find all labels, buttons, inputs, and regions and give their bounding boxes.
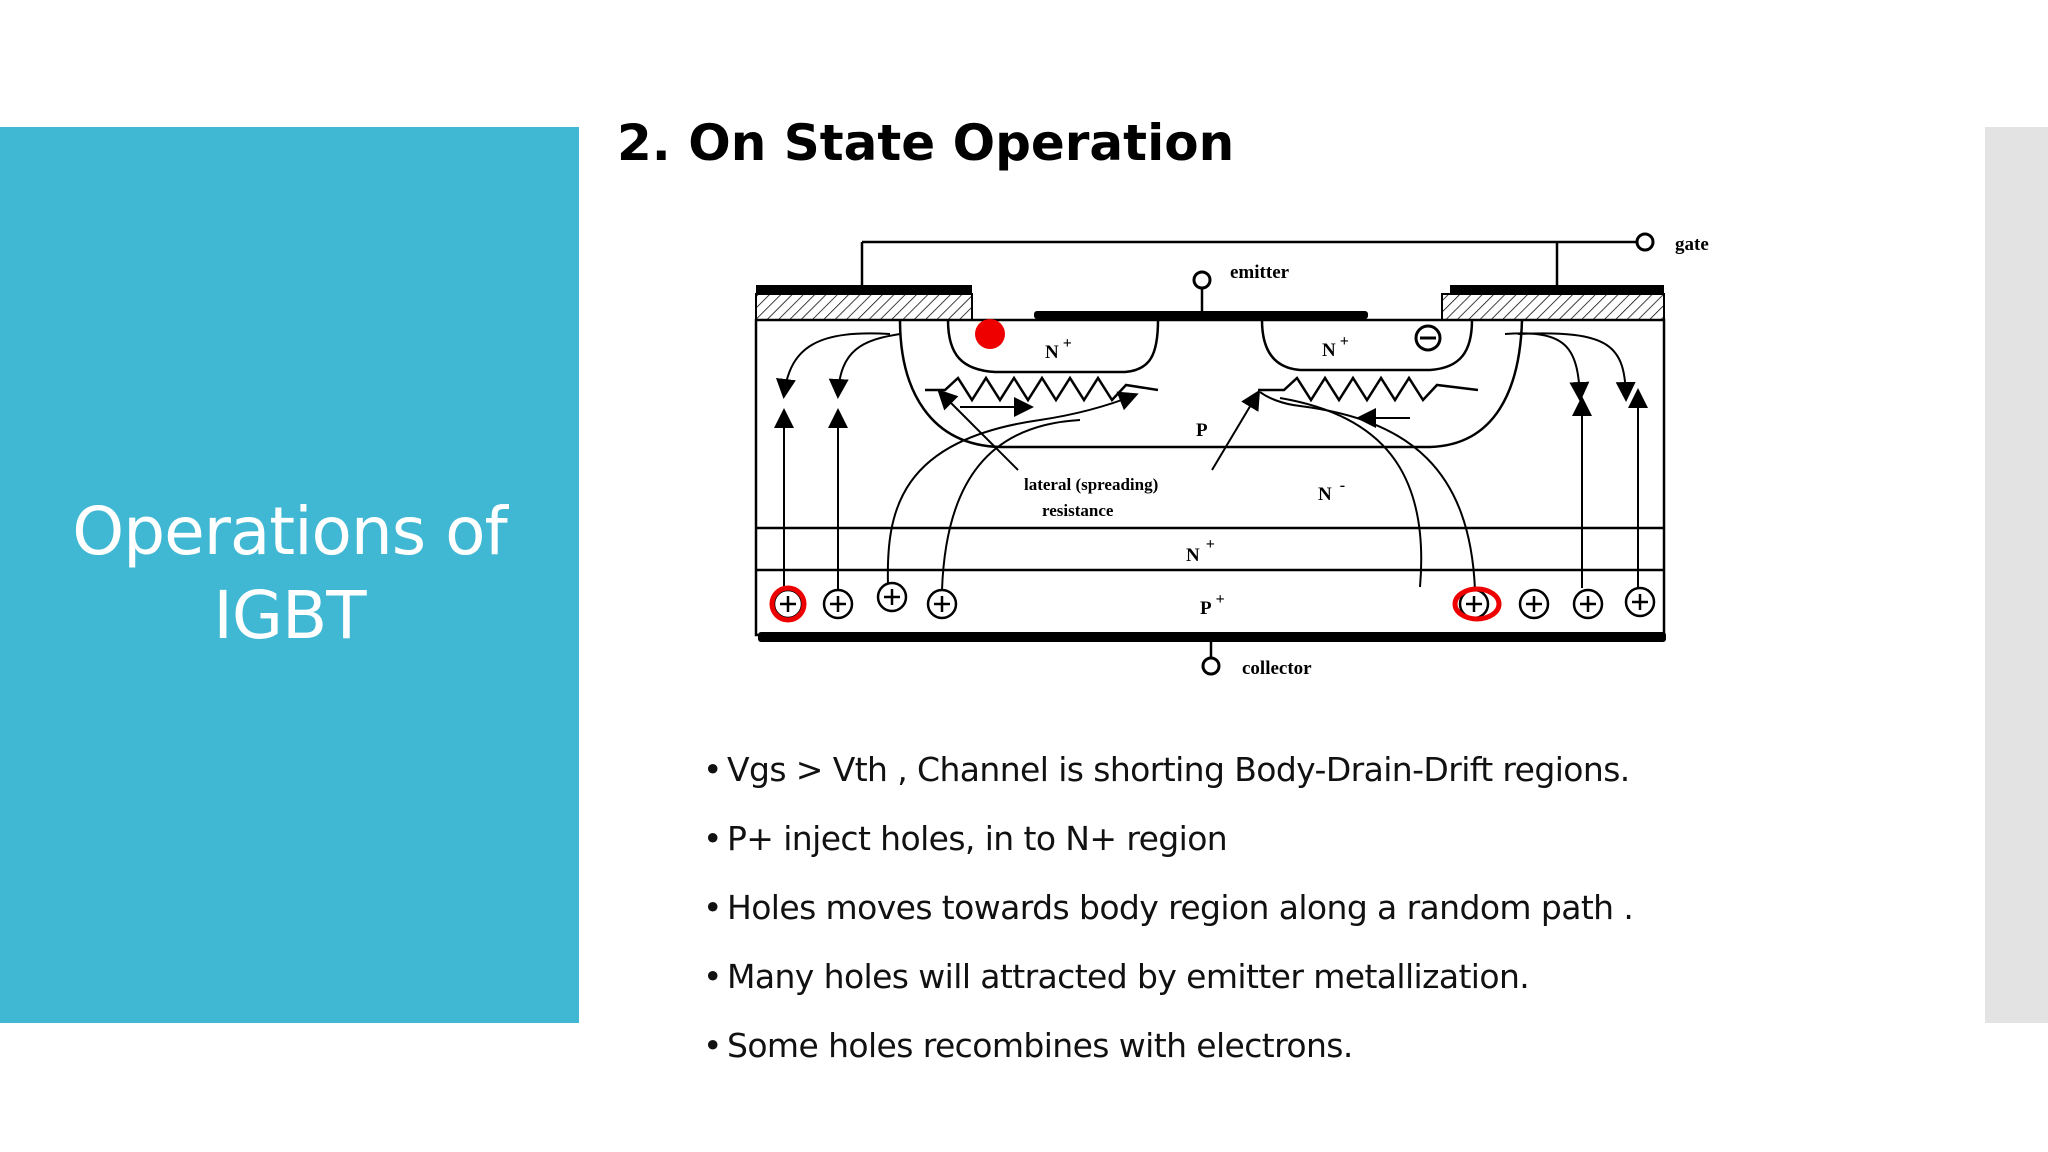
bullet-item: •Some holes recombines with electrons. xyxy=(703,1026,1353,1065)
right-gate-electrode xyxy=(1441,293,1665,321)
left-n-plus-well xyxy=(946,319,1160,374)
title-panel xyxy=(0,127,579,1023)
emitter-metallization xyxy=(1034,311,1368,319)
collector-metallization xyxy=(758,632,1666,642)
left-n-plus-label: N+ xyxy=(1045,335,1072,363)
resistance-pointer-arrows xyxy=(937,389,1261,471)
electron-marker xyxy=(975,319,1005,349)
bullet-item: •Vgs > Vth , Channel is shorting Body-Dr… xyxy=(703,750,1630,789)
right-n-plus-well xyxy=(1260,319,1474,372)
left-gate-electrode xyxy=(755,293,973,321)
gate-terminal xyxy=(1635,232,1655,252)
left-gate-metal xyxy=(756,285,972,294)
highlighted-hole-left xyxy=(769,585,807,623)
bullet-list: •Vgs > Vth , Channel is shorting Body-Dr… xyxy=(703,742,1634,1087)
p-body-label: P xyxy=(1196,420,1208,441)
collector-terminal xyxy=(1201,656,1221,676)
gate-label: gate xyxy=(1675,234,1709,255)
right-accent-strip xyxy=(1985,127,2048,1023)
right-n-plus-label: N+ xyxy=(1322,333,1349,361)
n-minus-drift-label: N- xyxy=(1318,477,1345,505)
slide-section-title: Operations of IGBT xyxy=(0,490,579,658)
emitter-label: emitter xyxy=(1230,262,1290,283)
right-electron xyxy=(1414,324,1442,352)
bullet-item: •P+ inject holes, in to N+ region xyxy=(703,819,1228,858)
n-plus-buffer-label: N+ xyxy=(1186,536,1215,566)
right-gate-metal xyxy=(1450,285,1664,294)
collector-label: collector xyxy=(1242,658,1312,679)
p-body-well xyxy=(898,319,1524,449)
section-title-line2: IGBT xyxy=(213,577,366,654)
hole-carriers xyxy=(772,581,1656,620)
bullet-item: •Many holes will attracted by emitter me… xyxy=(703,957,1530,996)
highlighted-hole-right xyxy=(1452,586,1502,622)
section-title-line1: Operations of xyxy=(72,493,507,570)
left-resistor-symbol xyxy=(925,375,1159,403)
igbt-cross-section-diagram: gate emitter collector N+ N+ P N- N+ P+ … xyxy=(754,232,1709,679)
carrier-paths xyxy=(774,332,1648,591)
resistance-label: lateral (spreading) resistance xyxy=(1024,475,1163,520)
emitter-terminal xyxy=(1192,270,1212,290)
right-resistor-symbol xyxy=(1258,375,1479,403)
slide-heading: 2. On State Operation xyxy=(617,114,1235,172)
bullet-item: •Holes moves towards body region along a… xyxy=(703,888,1634,927)
gate-wiring xyxy=(860,240,1637,287)
p-plus-collector-label: P+ xyxy=(1200,591,1225,619)
